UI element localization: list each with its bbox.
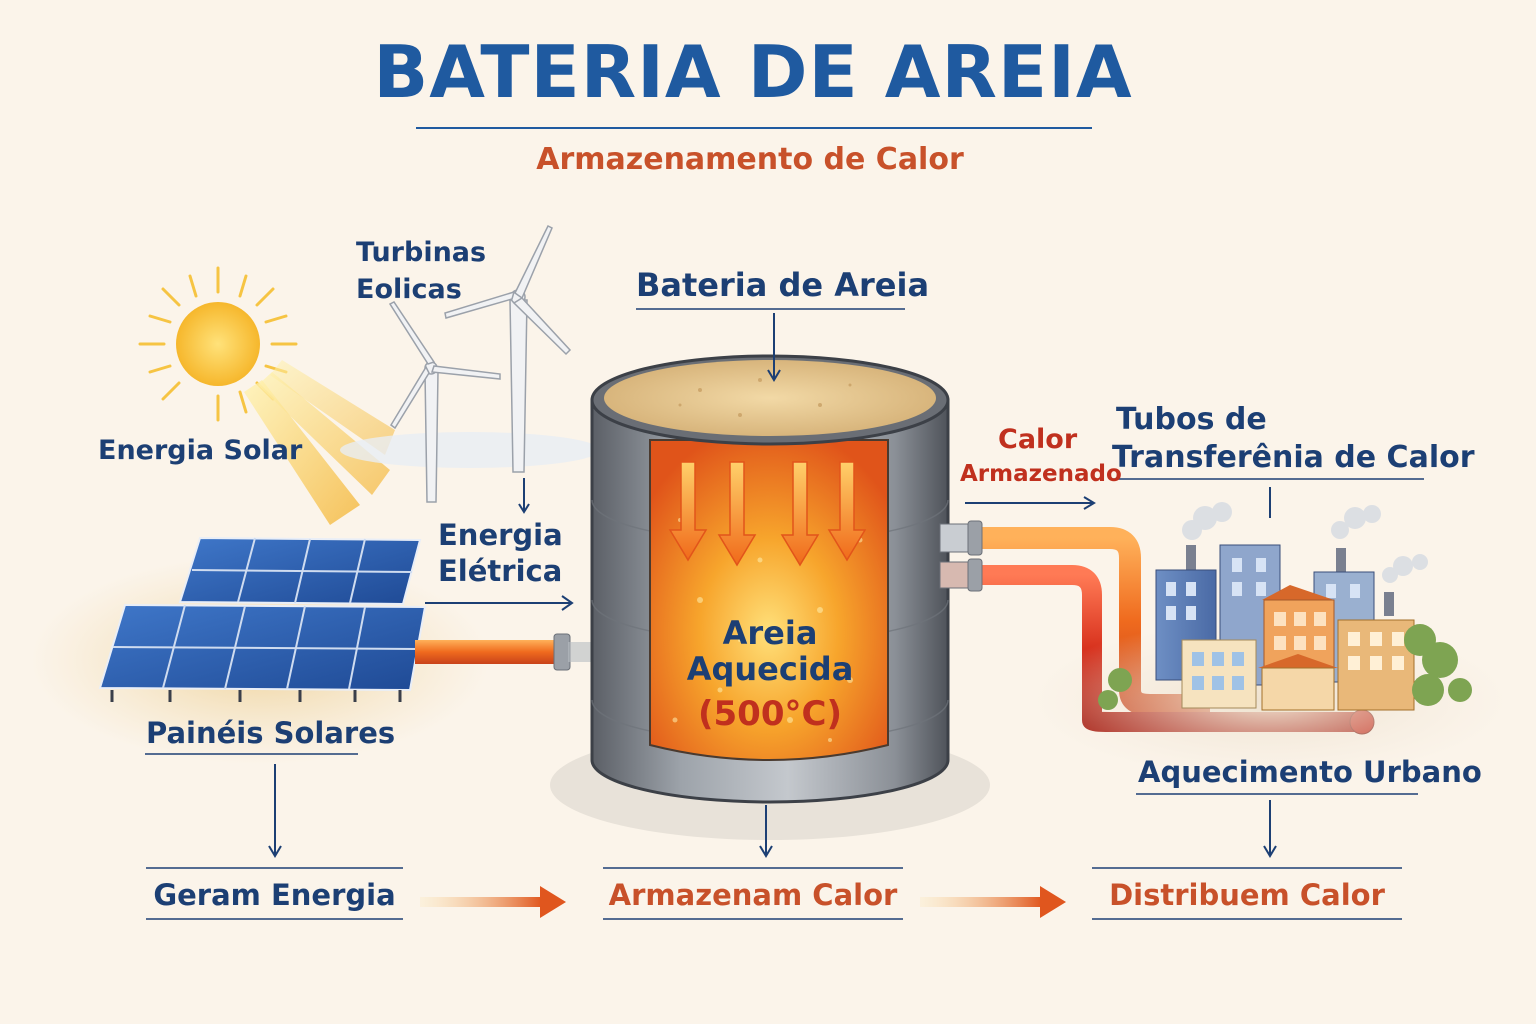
solar-panel-icon xyxy=(98,536,427,702)
pipes-label-line1: Tubos de xyxy=(1116,402,1267,437)
turbines-label-line2: Eolicas xyxy=(356,274,462,305)
sand-battery-icon xyxy=(550,354,990,840)
stored-heat-label-line1: Calor xyxy=(998,424,1078,455)
city-buildings-icon xyxy=(1098,502,1472,711)
step-store-heat: Armazenam Calor xyxy=(608,878,898,912)
battery-label: Bateria de Areia xyxy=(636,266,930,304)
sand-label-line1: Areia xyxy=(722,614,818,652)
heat-arrows xyxy=(668,461,867,567)
temperature-label: (500°C) xyxy=(697,694,842,734)
arrow-right-icon xyxy=(420,886,1066,918)
turbines-label-line1: Turbinas xyxy=(356,237,487,268)
stored-heat-label-line2: Armazenado xyxy=(960,461,1122,487)
arrow-right-icon xyxy=(425,595,574,611)
page-subtitle: Armazenamento de Calor xyxy=(536,142,964,177)
solar-panels-label: Painéis Solares xyxy=(146,716,396,750)
sand-label-line2: Aquecida xyxy=(686,650,854,688)
step-generate-energy: Geram Energia xyxy=(153,878,396,912)
pipes-label-line2: Transferênia de Calor xyxy=(1112,440,1475,475)
electric-label-line1: Energia xyxy=(438,518,563,552)
step-distribute-heat: Distribuem Calor xyxy=(1109,878,1385,912)
page-title: BATERIA DE AREIA xyxy=(373,30,1133,114)
arrow-right-icon xyxy=(965,496,1096,510)
sun-icon xyxy=(138,266,395,525)
solar-energy-label: Energia Solar xyxy=(98,435,303,466)
district-heating-label: Aquecimento Urbano xyxy=(1138,755,1482,789)
electric-label-line2: Elétrica xyxy=(438,554,563,588)
wind-turbine-icon xyxy=(340,224,600,503)
arrow-down-icon xyxy=(268,764,1277,858)
